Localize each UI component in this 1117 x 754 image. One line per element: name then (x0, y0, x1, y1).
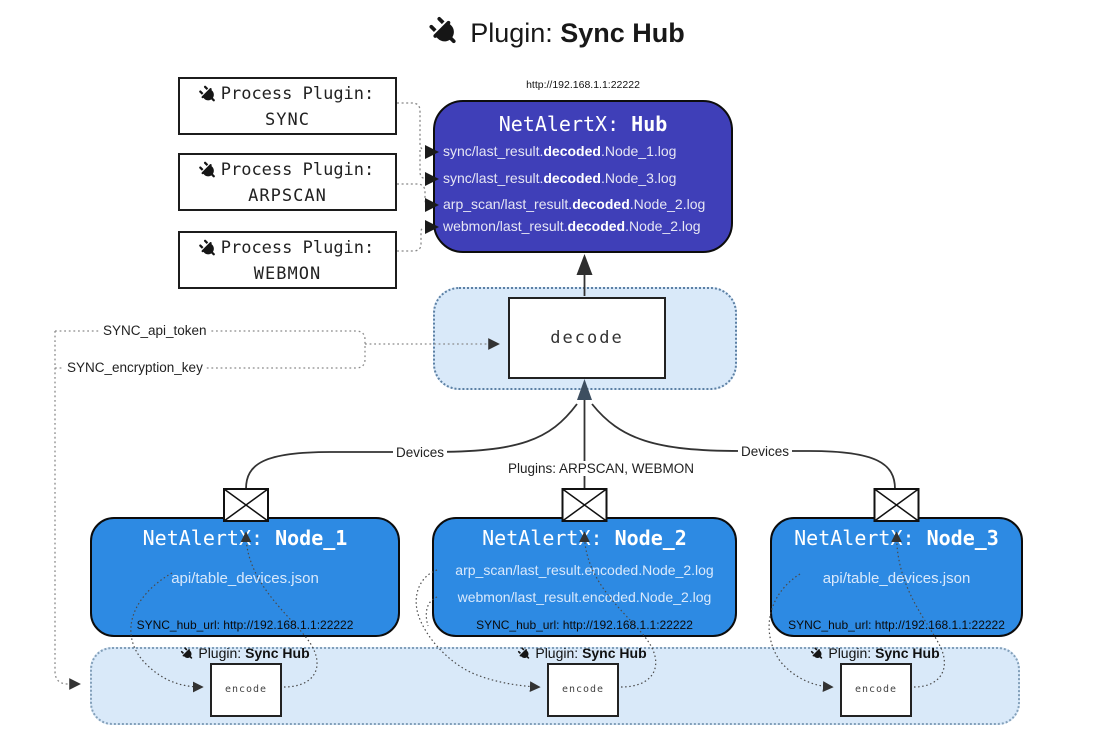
plugins-center-label: Plugins: ARPSCAN, WEBMON (505, 461, 698, 476)
sync-encryption-key-label: SYNC_encryption_key (64, 360, 206, 375)
plug-icon (195, 158, 224, 187)
encoder-plugin-text: Plugin: (828, 645, 876, 661)
hub-title-text: NetAlertX: (498, 112, 632, 136)
process-plugin-label: Process Plugin: (220, 238, 375, 258)
node-hub-url: SYNC_hub_url: http://192.168.1.1:22222 (476, 618, 693, 632)
node-title-node3: NetAlertX: Node_3 (770, 526, 1023, 550)
node-hub-url: SYNC_hub_url: http://192.168.1.1:22222 (788, 618, 1005, 632)
node-title-text: NetAlertX: (142, 526, 276, 550)
log-pre: arp_scan/last_result. (443, 196, 573, 212)
page-title-text: Plugin: (470, 18, 561, 48)
hub-log-line: arp_scan/last_result.decoded.Node_2.log (443, 196, 731, 214)
node-title-bold: Node_2 (614, 526, 687, 550)
hub-log-line: sync/last_result.decoded.Node_1.log (443, 143, 731, 161)
log-bold: decoded (543, 143, 601, 159)
node-title-node1: NetAlertX: Node_1 (90, 526, 400, 550)
node-title-text: NetAlertX: (794, 526, 927, 550)
plug-icon (195, 236, 224, 265)
node-file: webmon/last_result.encoded.Node_2.log (457, 589, 712, 605)
log-post: .Node_1.log (600, 143, 677, 159)
plug-icon (809, 645, 830, 666)
plug-icon (179, 645, 200, 666)
log-post: .Node_2.log (625, 218, 701, 234)
hub-url-label: http://192.168.1.1:22222 (526, 79, 640, 91)
process-plugin-label: Process Plugin: (220, 160, 375, 180)
log-pre: webmon/last_result. (443, 218, 568, 234)
log-pre: sync/last_result. (443, 143, 544, 159)
sync-api-token-label: SYNC_api_token (100, 323, 210, 338)
hub-log-line: webmon/last_result.decoded.Node_2.log (443, 218, 731, 236)
node-file: arp_scan/last_result.encoded.Node_2.log (455, 562, 714, 578)
node-title-bold: Node_1 (275, 526, 348, 550)
encoder-plugin-text: Plugin: (535, 645, 583, 661)
encoder-plugin-label: Plugin: Sync Hub (776, 645, 976, 663)
plug-icon (195, 82, 224, 111)
log-pre: sync/last_result. (443, 170, 544, 186)
devices-right-label: Devices (738, 444, 793, 459)
log-bold: decoded (572, 196, 630, 212)
encode-box: encode (547, 663, 619, 717)
devices-left-label: Devices (393, 445, 448, 460)
plug-icon (424, 11, 471, 58)
hub-box (433, 100, 733, 253)
encoder-plugin-label: Plugin: Sync Hub (146, 645, 346, 663)
encode-box: encode (210, 663, 282, 717)
page-title: Plugin: Sync Hub (0, 16, 1117, 53)
encode-box: encode (840, 663, 912, 717)
log-bold: decoded (543, 170, 601, 186)
process-plugin-box-arpscan: Process Plugin: ARPSCAN (178, 153, 397, 211)
node-hub-url: SYNC_hub_url: http://192.168.1.1:22222 (136, 618, 354, 632)
encoder-plugin-text: Plugin: (198, 645, 246, 661)
process-plugin-name: ARPSCAN (248, 186, 327, 206)
node-file: api/table_devices.json (171, 570, 319, 587)
plug-icon (516, 645, 537, 666)
node-file: api/table_devices.json (822, 570, 971, 587)
hub-title: NetAlertX: Hub (433, 112, 733, 136)
hub-log-line: sync/last_result.decoded.Node_3.log (443, 170, 731, 188)
page-title-bold: Sync Hub (560, 18, 685, 48)
process-plugin-name: WEBMON (253, 264, 322, 284)
node-title-text: NetAlertX: (482, 526, 615, 550)
process-to-hub-connectors (397, 102, 429, 252)
process-plugin-label: Process Plugin: (220, 84, 375, 104)
log-post: .Node_2.log (629, 196, 706, 212)
process-plugin-box-webmon: Process Plugin: WEBMON (178, 231, 397, 289)
log-post: .Node_3.log (600, 170, 677, 186)
hub-title-bold: Hub (631, 112, 668, 136)
decode-box: decode (508, 297, 666, 379)
process-plugin-box-sync: Process Plugin: SYNC (178, 77, 397, 135)
encoder-plugin-bold: Sync Hub (875, 645, 940, 661)
log-bold: decoded (567, 218, 626, 234)
encoder-plugin-bold: Sync Hub (245, 645, 310, 661)
encoder-plugin-bold: Sync Hub (582, 645, 647, 661)
process-plugin-name: SYNC (265, 110, 310, 130)
encoder-plugin-label: Plugin: Sync Hub (483, 645, 683, 663)
node-title-node2: NetAlertX: Node_2 (432, 526, 737, 550)
node-title-bold: Node_3 (926, 526, 999, 550)
